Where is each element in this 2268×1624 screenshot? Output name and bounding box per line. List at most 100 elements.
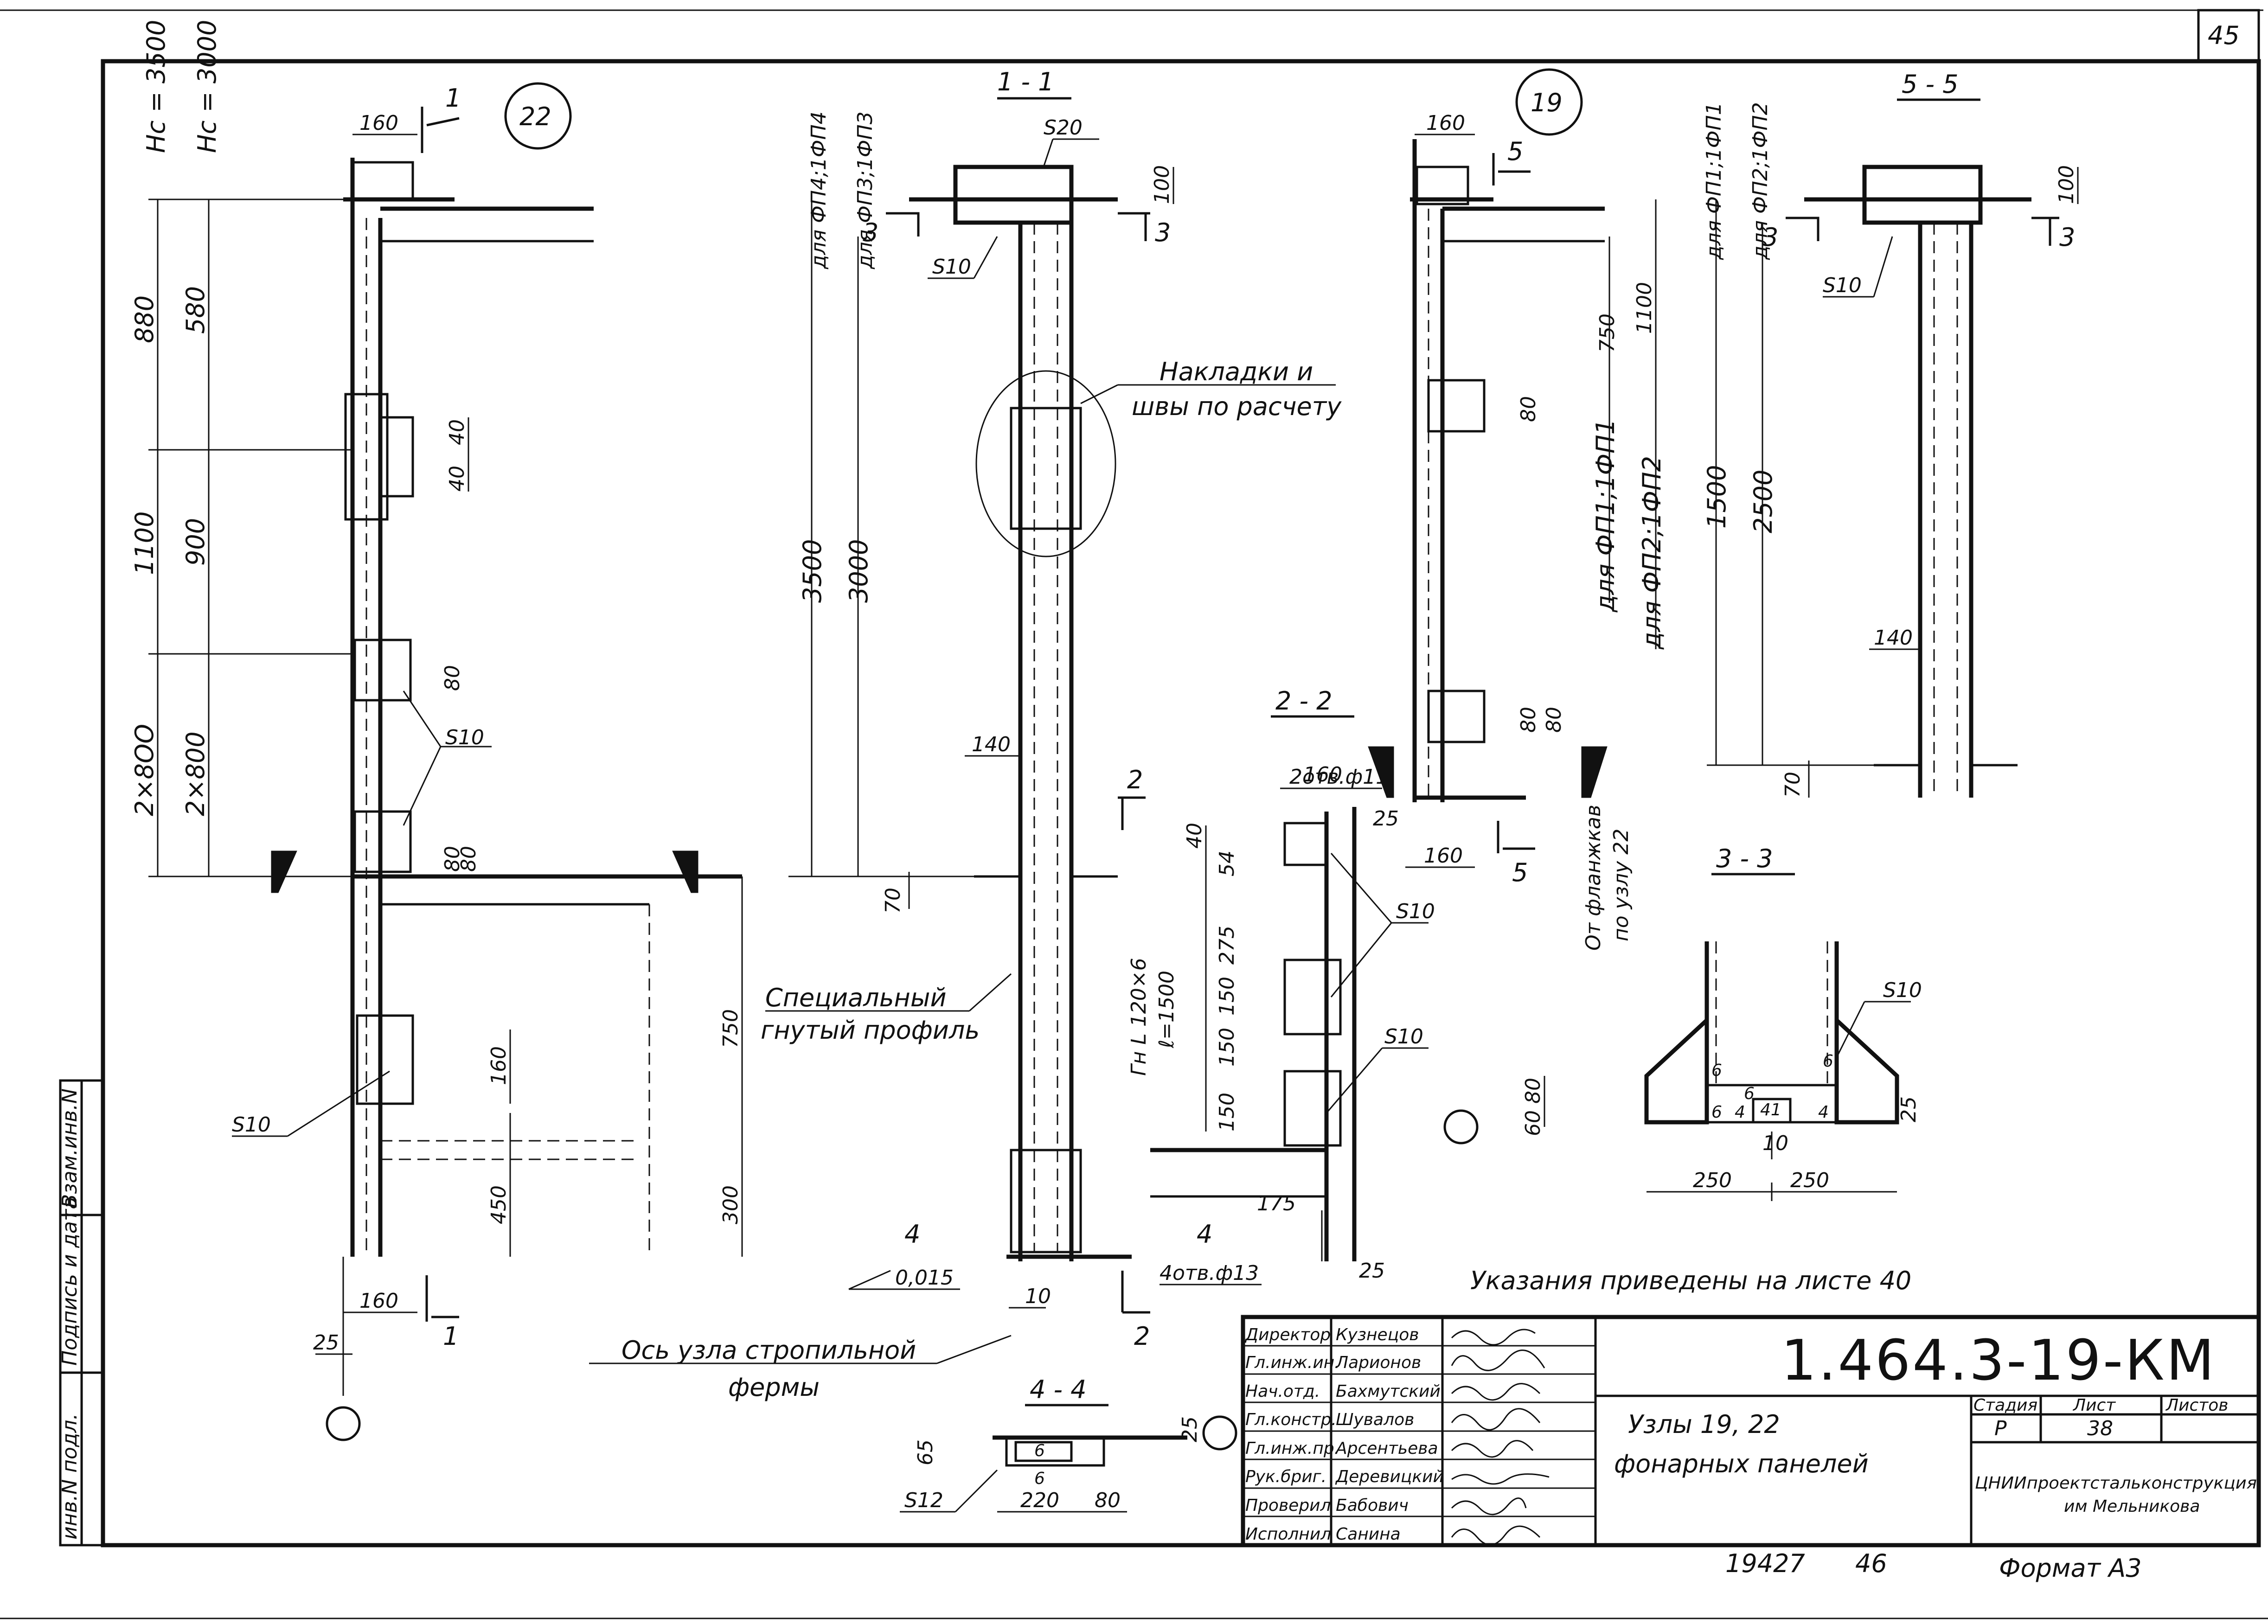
node19-d80b: 80 [1517,707,1540,733]
sec22-mark2-top: 2 [1127,765,1143,794]
page-number-box [2197,9,2260,63]
bottom-number-2: 46 [1855,1549,1887,1578]
sec55-d1500: 1500 [1702,465,1731,529]
sec11-for-fp3: для ФП3;1ФП3 [853,111,877,269]
section-5-5: 5 - 5 для ФП1;1ФП1 для ФП2;1ФП2 100 S10 … [1702,70,2079,798]
node-19-view: 19 160 750 1100 80 80 80 для ФП1;1ФП1 дл… [1368,68,1666,951]
page-number: 45 [2208,21,2240,50]
sec22-holes13: 4отв.ф13 [1160,1261,1259,1285]
node22-s10a: S10 [445,726,484,749]
section-2-2: 2 - 2 2отв.ф11 160 40 54 275 150 150 150… [1118,686,1435,1351]
tb-sheets-label: Листов [2165,1396,2228,1415]
sec11-mark3-left: 3 [863,218,878,247]
sec55-d100: 100 [2055,165,2078,204]
node22-d160-bot: 160 [359,1289,398,1313]
node22-d1100: 1100 [130,511,159,575]
node19-d160-top: 160 [1426,111,1465,135]
sheet-frame: 45 [0,9,2268,1619]
node19-d80a: 80 [1517,396,1540,422]
sec22-s10b: S10 [1384,1025,1423,1049]
node-22-label: 22 [519,102,551,131]
sec11-axis-1: Ось узла стропильной [621,1336,916,1365]
node22-d750: 750 [719,1009,743,1048]
node19-for-fp2: для ФП2;1ФП2 [1637,456,1666,650]
sec44-d25: 25 [1178,1416,1202,1442]
title-block: Директор Кузнецов Гл.инж.ин. Ларионов На… [1241,1315,2261,1547]
tb-role-7: Исполнил [1245,1525,1331,1544]
tb-title-1: Узлы 19, 22 [1628,1410,1780,1439]
tb-name-3: Шувалов [1336,1410,1414,1429]
node22-d300: 300 [719,1185,743,1224]
node22-d40b: 40 [445,466,469,492]
sec33-d6a: 6 [1711,1061,1722,1080]
tb-name-5: Деревицкий [1335,1467,1444,1486]
sec22-mark2-bot: 2 [1134,1322,1150,1351]
node22-d2x800b: 2×800 [181,731,210,816]
sec22-d25: 25 [1359,1259,1385,1283]
tb-stage: Р [1994,1417,2007,1440]
tb-role-0: Директор [1244,1325,1331,1344]
sec33-d4b: 4 [1818,1103,1829,1122]
sec22-d275: 275 [1215,926,1239,965]
sec11-d140: 140 [972,733,1011,756]
section-3-3-title: 3 - 3 [1716,844,1773,873]
node22-d580: 580 [181,286,210,334]
sec11-note-plates-1: Накладки и [1160,357,1313,386]
node22-d900: 900 [181,518,210,566]
sec11-s10: S10 [932,255,971,279]
tb-code: 1.464.3-19-КМ [1781,1329,2216,1393]
tb-role-1: Гл.инж.ин. [1245,1353,1340,1372]
tb-name-7: Санина [1336,1525,1401,1544]
tb-org-1: ЦНИИпроектстальконструкция [1975,1474,2257,1493]
sec22-d150a: 150 [1215,977,1239,1016]
node19-mark5-bot: 5 [1512,858,1528,887]
sec33-d10: 10 [1762,1132,1788,1155]
node19-d1100: 1100 [1633,282,1656,334]
section-1-1-title: 1 - 1 [997,67,1054,96]
sec55-s10: S10 [1823,274,1862,297]
sec11-d10: 10 [1025,1285,1051,1308]
sec11-special-1: Специальный [765,983,947,1012]
node19-d25: 25 [1373,807,1399,831]
sec33-d250a: 250 [1693,1169,1732,1192]
node-19-marker [1515,68,1583,136]
sec22-length: ℓ=1500 [1155,971,1179,1049]
tb-sheet-label: Лист [2072,1396,2116,1415]
tb-title-2: фонарных панелей [1614,1449,1869,1478]
sec11-d70: 70 [881,888,905,914]
node22-s10b: S10 [232,1113,271,1137]
sec33-s10: S10 [1883,978,1922,1002]
tb-stage-label: Стадия [1973,1396,2037,1415]
node22-d2x800a: 2×8ОО [130,724,159,816]
node19-d750: 750 [1595,313,1619,352]
tb-role-2: Нач.отд. [1245,1382,1320,1401]
sec55-d140: 140 [1874,626,1913,650]
sec33-d6b: 6 [1823,1052,1833,1071]
sec11-mark3-right: 3 [1155,218,1171,247]
sec11-d100: 100 [1150,165,1174,204]
sec44-d6b: 6 [1034,1469,1045,1488]
node22-d160-mid: 160 [487,1046,511,1085]
sec11-for-fp4: для ФП4;1ФП4 [807,111,831,269]
sec33-d250b: 250 [1790,1169,1829,1192]
section-5-5-title: 5 - 5 [1902,70,1959,99]
node19-d160-bot: 160 [1424,844,1463,868]
signatures [1451,1329,1550,1546]
node19-mark5-top: 5 [1507,137,1523,166]
side-stamp: инв.N подл. Подпись и дата Взам.инв.N [58,1079,104,1547]
sec33-d80: 80 [1521,1078,1545,1104]
sec11-axis-2: фермы [728,1373,820,1402]
tb-name-2: Бахмутский [1336,1382,1441,1401]
sec11-mark4-left: 4 [904,1220,920,1249]
sec55-for-fp2: для ФП2;1ФП2 [1749,102,1772,260]
stamp-vzam-inv: Взам.инв.N [58,1088,82,1208]
section-1-1: 1 - 1 3500 3000 для ФП4;1ФП4 для ФП3;1ФП… [589,67,1342,1402]
instructions-note: Указания приведены на листе 40 [1470,1266,1911,1295]
node19-for-fp1: для ФП1;1ФП1 [1591,419,1620,613]
node22-d80c: 80 [457,846,481,872]
node-19-label: 19 [1531,88,1563,117]
tb-name-0: Кузнецов [1336,1325,1419,1344]
node22-hc3500: Hc = 3500 [141,20,171,153]
sec22-d175: 175 [1257,1192,1296,1215]
